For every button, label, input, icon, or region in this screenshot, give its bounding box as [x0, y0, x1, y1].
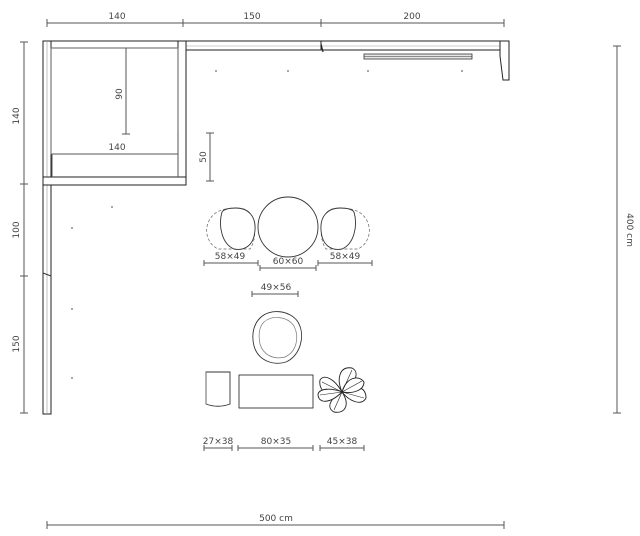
label-sofa: 80×35	[261, 437, 291, 447]
left-dimensions: 140 100 150	[12, 41, 28, 414]
dim-left-100: 100	[12, 221, 22, 238]
right-dimension: 400 cm	[613, 45, 634, 414]
label-chair-right: 58×49	[330, 252, 361, 262]
dim-bottom-total: 500 cm	[259, 514, 293, 524]
label-armchair: 49×56	[261, 283, 292, 293]
dining-labels: 58×49 60×60 58×49	[203, 252, 373, 271]
armchair: 49×56	[251, 283, 302, 364]
dim-left-150: 150	[12, 335, 22, 352]
dining-table	[257, 196, 319, 258]
dim-top-150: 150	[243, 12, 260, 22]
dim-kitchen-width-140: 140	[108, 143, 125, 153]
reference-dots	[71, 70, 463, 379]
label-plant: 45×38	[327, 437, 358, 447]
bottom-dimension: 500 cm	[46, 514, 505, 529]
dim-kitchen-depth-90: 90	[115, 88, 125, 100]
label-dining-table: 60×60	[273, 257, 304, 267]
dining-chair-right	[320, 207, 370, 250]
dim-right-total: 400 cm	[624, 213, 634, 247]
label-chair-left: 58×49	[215, 252, 246, 262]
kitchen-counter: 140 90 50	[50, 47, 214, 182]
plant: 45×38	[317, 367, 367, 451]
dim-kitchen-gap-50: 50	[199, 151, 209, 163]
walls	[42, 40, 510, 415]
sofa: 80×35	[237, 374, 314, 451]
label-side-table: 27×38	[203, 437, 234, 447]
top-dimensions: 140 150 200	[46, 12, 505, 27]
dim-left-140: 140	[12, 107, 22, 124]
dim-top-140: 140	[108, 12, 125, 22]
dim-top-200: 200	[403, 12, 420, 22]
dining-chair-left	[206, 207, 256, 250]
side-table: 27×38	[203, 371, 234, 451]
